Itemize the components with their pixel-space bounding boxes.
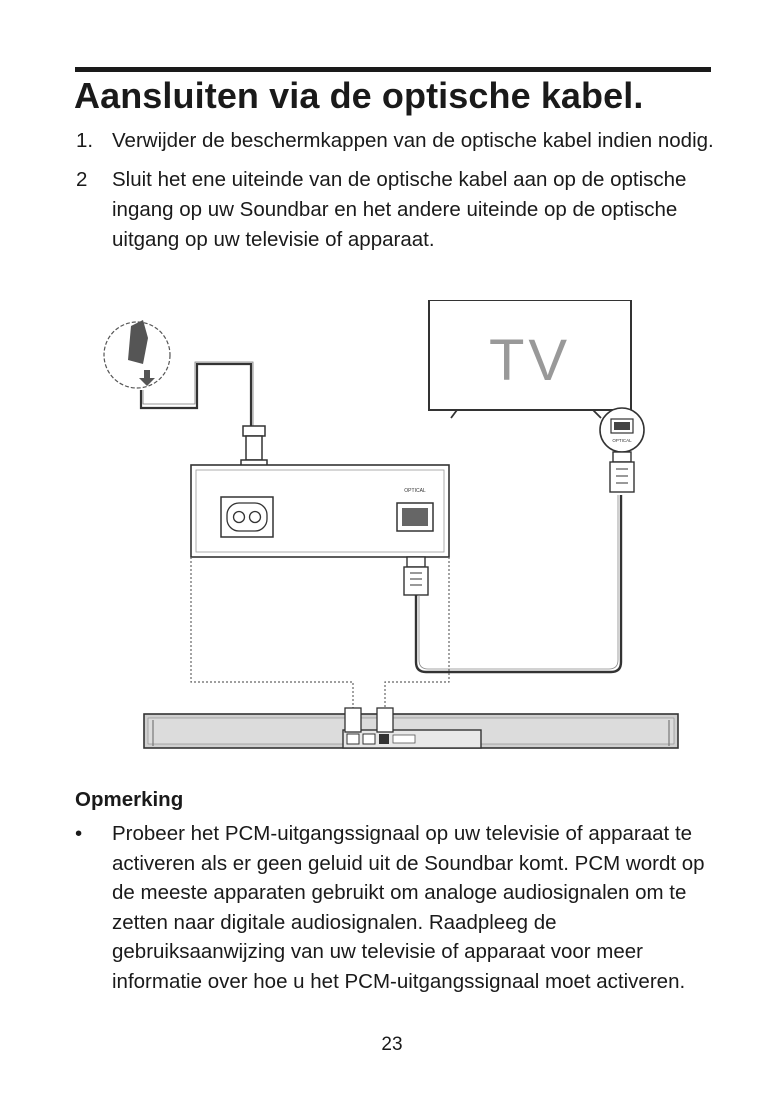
step-item: 1. Verwijder de beschermkappen van de op… — [76, 126, 726, 156]
soundbar — [143, 707, 679, 749]
power-plug — [240, 425, 268, 471]
page-number: 23 — [381, 1034, 403, 1055]
wall-plug-inset — [103, 320, 171, 389]
tv-label: TV — [489, 328, 571, 393]
ac-inlet — [220, 496, 274, 538]
rear-panel: OPTICAL — [190, 464, 450, 558]
step-text: Sluit het ene uiteinde van de optische k… — [112, 168, 687, 251]
note-text: Probeer het PCM-uitgangssignaal op uw te… — [112, 822, 705, 993]
optical-cable — [414, 495, 623, 674]
note-heading: Opmerking — [75, 788, 184, 811]
step-number: 1. — [76, 129, 94, 152]
arrow-up-icon — [139, 370, 155, 386]
optical-connector-tv — [609, 451, 635, 493]
optical-connector-soundbar — [403, 556, 429, 596]
connection-diagram: OPTICAL TV OPTICAL — [103, 300, 679, 749]
zoom-guide-left — [190, 557, 354, 708]
page-title: Aansluiten via de optische kabel. — [74, 75, 644, 116]
optical-port-label: OPTICAL — [404, 488, 426, 494]
step-text: Verwijder de beschermkappen van de optis… — [112, 129, 714, 152]
tv-port-label: OPTICAL — [612, 438, 632, 443]
tv: TV — [428, 300, 632, 419]
title-rule — [75, 67, 711, 72]
bullet: • — [75, 822, 83, 845]
note-item: • Probeer het PCM-uitgangssignaal op uw … — [75, 819, 725, 996]
instruction-steps: 1. Verwijder de beschermkappen van de op… — [76, 126, 726, 264]
tv-optical-inset: OPTICAL — [599, 407, 645, 453]
step-number: 2 — [76, 168, 88, 191]
power-cable — [139, 362, 253, 428]
step-item: 2 Sluit het ene uiteinde van de optische… — [76, 165, 726, 255]
note-list: • Probeer het PCM-uitgangssignaal op uw … — [75, 819, 725, 996]
zoom-guide-right — [384, 557, 450, 708]
